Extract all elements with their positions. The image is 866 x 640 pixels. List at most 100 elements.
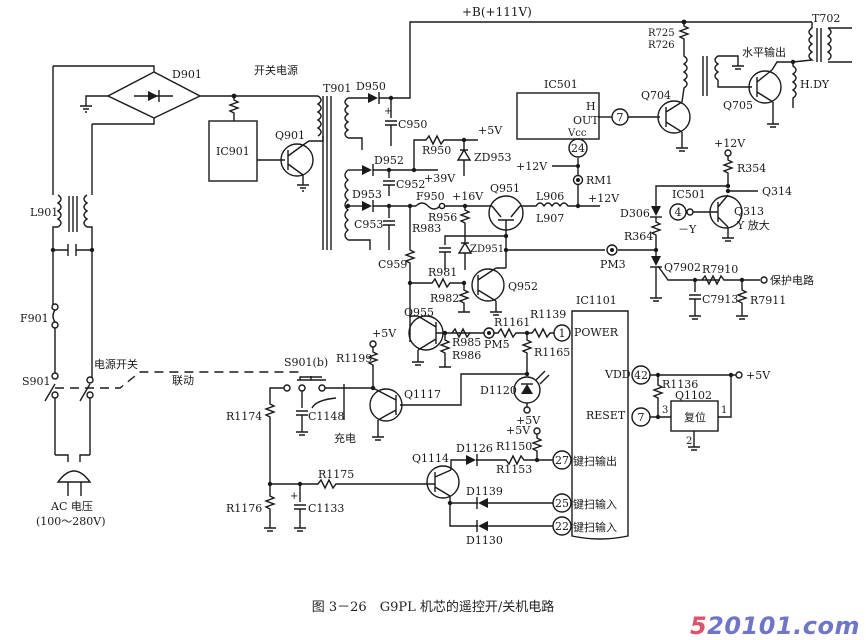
- l901-label: L901: [30, 206, 58, 219]
- figure-caption: 图 3－26 G9PL 机芯的遥控开/关机电路: [311, 600, 555, 615]
- watermark-rest: 20101.com: [707, 612, 860, 640]
- t901-transformer: [316, 95, 371, 250]
- key-out-label: 键扫输出: [573, 454, 617, 468]
- power-switch-label: 电源开关: [94, 357, 138, 371]
- svg-text:H: H: [586, 100, 596, 113]
- plus16v-label: +16V: [452, 190, 484, 203]
- zd951-label: ZD951: [470, 244, 504, 255]
- s901b-label: S901(b): [284, 356, 328, 369]
- plus39v-label: +39V: [424, 172, 456, 185]
- r1136-label: R1136: [662, 378, 698, 391]
- f950-label: F950: [416, 190, 445, 203]
- d1130-label: D1130: [466, 534, 503, 547]
- q705-label: Q705: [723, 99, 753, 112]
- svg-text:1: 1: [559, 327, 566, 340]
- l901-choke: [52, 194, 93, 245]
- r1174-label: R1174: [226, 410, 262, 423]
- horiz-out-label: 水平输出: [742, 45, 786, 59]
- svg-text:25: 25: [555, 497, 569, 510]
- pin-4: [669, 203, 687, 221]
- d901-label: D901: [172, 68, 202, 81]
- t901-label: T901: [323, 82, 351, 95]
- d1139-label: D1139: [466, 485, 503, 498]
- q705-transistor: [748, 69, 782, 128]
- r725-label: R725: [648, 28, 675, 39]
- r1175-label: R1175: [318, 468, 354, 481]
- q901-transistor: [280, 143, 314, 192]
- r1150-label: R1150: [496, 440, 532, 453]
- pm5-label: PM5: [484, 338, 510, 351]
- pin-1: [553, 324, 571, 342]
- d901-bridge: D901: [80, 68, 202, 119]
- plus12v-a-label: +12V: [516, 160, 548, 173]
- q952-transistor: [471, 267, 506, 316]
- plus5v-e-label: +5V: [746, 369, 771, 382]
- r7911-label: R7911: [750, 294, 786, 307]
- r981-label: R981: [428, 266, 457, 279]
- r982-label: R982: [430, 292, 459, 305]
- r1139-label: R1139: [530, 308, 566, 321]
- svg-text:7: 7: [617, 111, 624, 124]
- ic501-hout-block: [516, 92, 600, 140]
- r956-label: R956: [428, 211, 457, 224]
- q952-label: Q952: [508, 280, 538, 293]
- svg-text:2: 2: [686, 436, 692, 447]
- d952-label: D952: [374, 154, 404, 167]
- ac-range-label: (100～280V): [36, 515, 106, 528]
- ic501-b-label: IC501: [672, 188, 706, 201]
- c953-label: C953: [354, 218, 383, 231]
- c1133-label: C1133: [308, 502, 344, 515]
- q1102-label: Q1102: [675, 389, 712, 402]
- q704-label: Q704: [641, 89, 671, 102]
- s901b-switch[interactable]: [297, 376, 326, 392]
- watermark-prefix: 5: [689, 612, 708, 640]
- ic1101-label: IC1101: [576, 294, 617, 307]
- reset-cn-label: 复位: [684, 410, 706, 424]
- q704-transistor: [657, 100, 691, 152]
- pm3-label: PM3: [600, 258, 626, 271]
- svg-text:3: 3: [662, 405, 668, 416]
- ac-input-section: L901 F901 S901 电源开关 联动 AC 电压 (100～280V): [20, 65, 301, 528]
- ic901-block: [208, 120, 258, 182]
- key-in-b-label: 键扫输入: [573, 520, 617, 534]
- svg-text:+: +: [384, 106, 392, 117]
- q901-label: Q901: [275, 129, 305, 142]
- q951-label: Q951: [490, 182, 520, 195]
- ic1101-block: [571, 310, 629, 540]
- ic901-label: IC901: [216, 145, 250, 158]
- l906-label: L906: [536, 190, 564, 203]
- r1165-label: R1165: [534, 346, 570, 359]
- plus5v-b-label: +5V: [372, 327, 397, 340]
- svg-text:1: 1: [721, 405, 727, 416]
- r1153-label: R1153: [496, 463, 532, 476]
- b-plus-label: +B(+111V): [462, 5, 532, 19]
- q1117-label: Q1117: [404, 388, 441, 401]
- q955-transistor: [408, 315, 444, 366]
- q1117-transistor: [369, 387, 403, 441]
- r1199-label: R1199: [336, 352, 372, 365]
- r985-label: R985: [452, 336, 481, 349]
- q1114-transistor: [426, 465, 460, 503]
- d306-label: D306: [620, 207, 650, 220]
- reset-pin-label: RESET: [586, 409, 626, 422]
- plus12v-c-label: +12V: [714, 137, 746, 150]
- r983-label: R983: [412, 222, 441, 235]
- svg-text:27: 27: [555, 454, 569, 467]
- svg-text:Vcc: Vcc: [567, 128, 587, 139]
- q955-label: Q955: [404, 306, 434, 319]
- r1176-label: R1176: [226, 502, 262, 515]
- switch-psu-label: 开关电源: [254, 63, 298, 77]
- y-amp-label: Y 放大: [736, 218, 770, 232]
- q1114-label: Q1114: [412, 452, 449, 465]
- svg-text:+: +: [290, 491, 298, 502]
- zd953-label: ZD953: [474, 151, 511, 164]
- l907-label: L907: [536, 212, 564, 225]
- q313-transistor: [709, 194, 743, 242]
- s901-label: S901: [22, 375, 51, 388]
- q313-label: Q313: [734, 205, 764, 218]
- c952-label: C952: [396, 178, 425, 191]
- r1161-label: R1161: [494, 316, 530, 329]
- key-in-a-label: 键扫输入: [573, 497, 617, 511]
- f901-label: F901: [20, 312, 49, 325]
